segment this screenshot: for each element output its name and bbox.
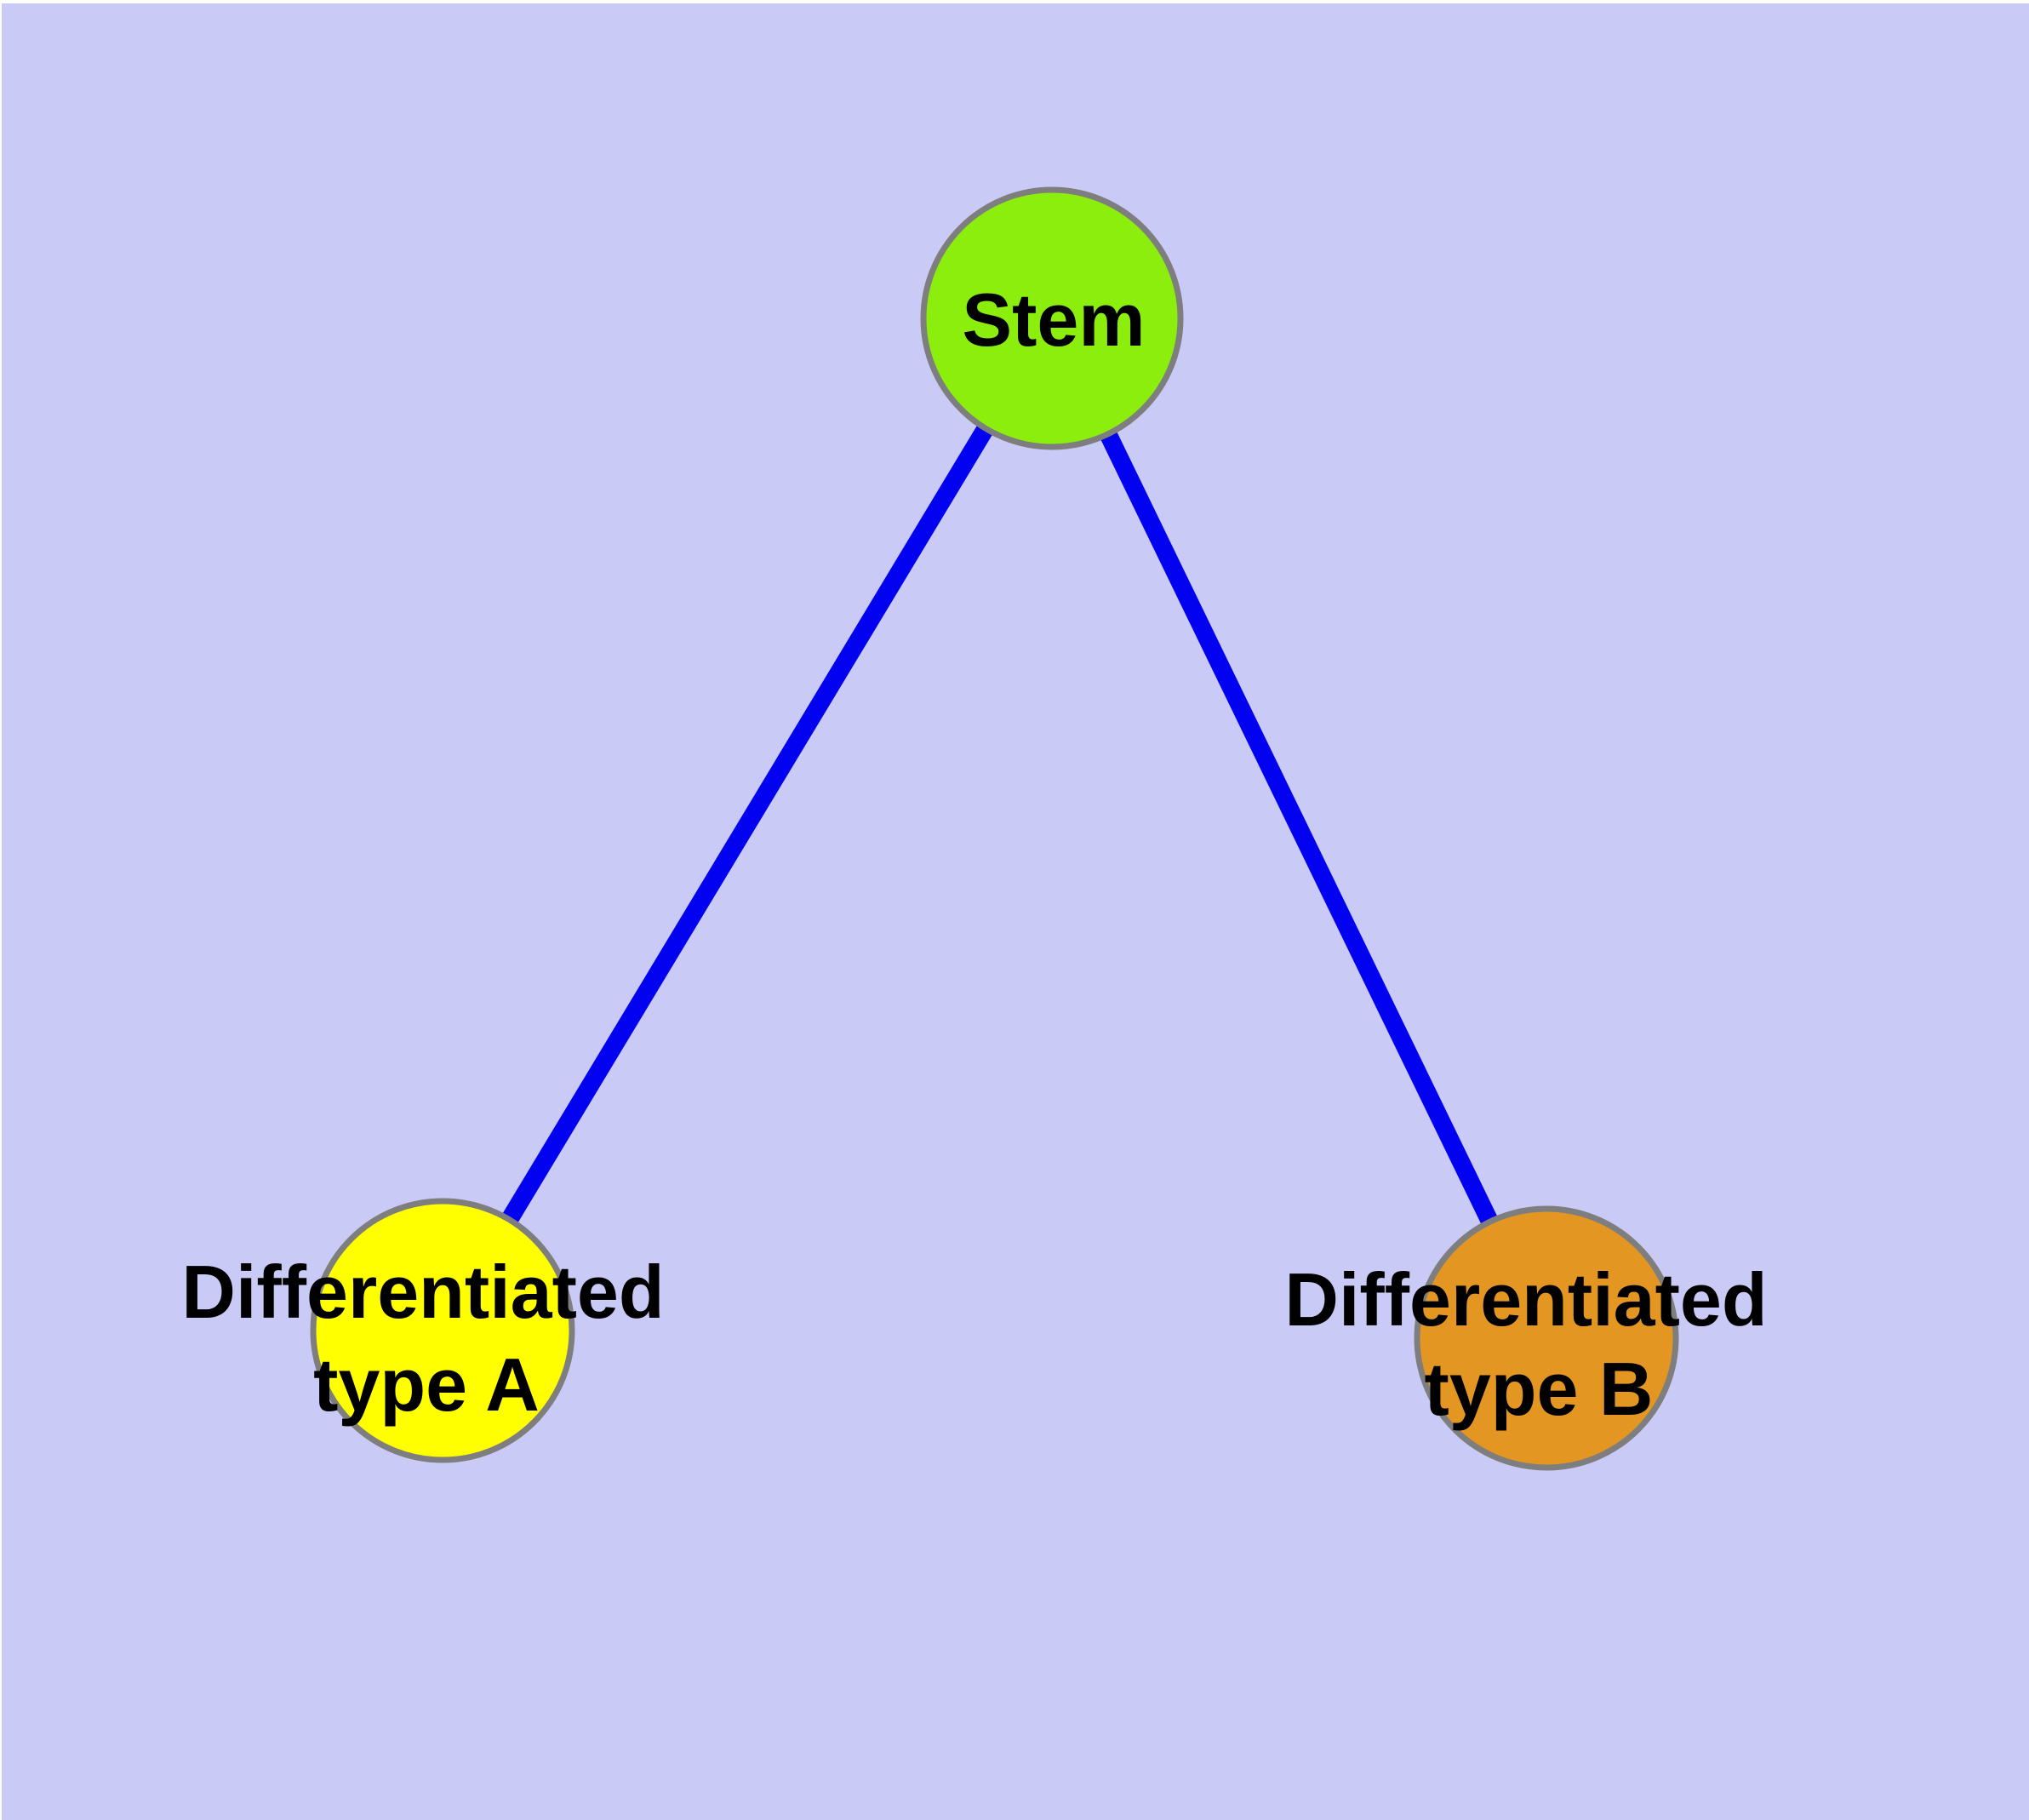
node-differentiated-type-b <box>1414 1205 1679 1471</box>
node-type-a-label-line2: type A <box>313 1342 540 1427</box>
edge-stem-to-type-b <box>1043 314 1555 1342</box>
node-type-b-label-line1: Differentiated <box>1284 1257 1767 1342</box>
node-type-a-label-line1: Differentiated <box>181 1250 664 1334</box>
node-differentiated-type-a <box>310 1198 575 1463</box>
node-stem <box>920 186 1184 450</box>
edge-stem-to-type-a <box>435 313 1060 1336</box>
node-type-b-label-line2: type B <box>1425 1347 1654 1431</box>
node-stem-label: Stem <box>962 278 1145 362</box>
